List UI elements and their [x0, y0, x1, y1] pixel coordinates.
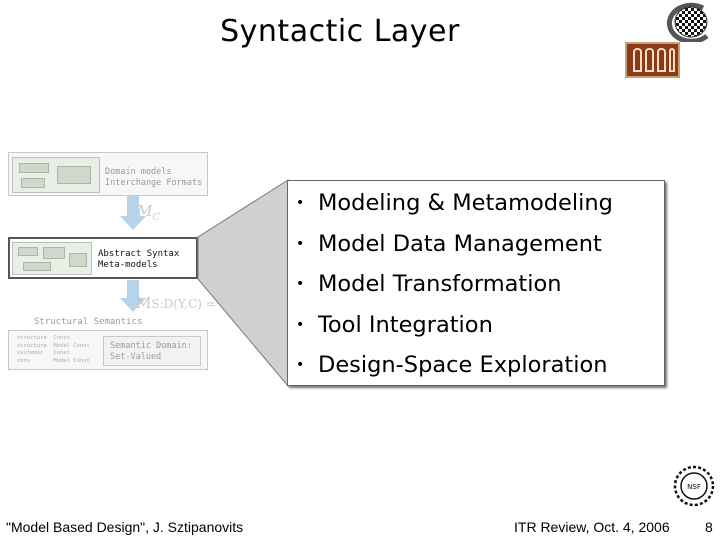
bullet-item: •Model Data Management	[296, 224, 613, 265]
bullet-item: •Tool Integration	[296, 305, 613, 346]
topics-list: •Modeling & Metamodeling •Model Data Man…	[296, 183, 613, 386]
footer-event-date: ITR Review, Oct. 4, 2006	[514, 519, 670, 535]
isis-logo	[625, 42, 680, 78]
structural-constraints-list: structure Const structure Model Const sy…	[17, 335, 90, 365]
structural-semantics-label: Structural Semantics	[34, 317, 142, 328]
bullet-icon: •	[296, 195, 318, 211]
bullet-icon: •	[296, 236, 318, 252]
bullet-icon: •	[296, 317, 318, 333]
semantic-domain-label: Semantic Domain: Set-Valued	[110, 341, 192, 363]
bullet-icon: •	[296, 357, 318, 373]
semantic-domain-box: Semantic Domain: Set-Valued	[103, 336, 201, 366]
bullet-item: •Model Transformation	[296, 264, 613, 305]
slide-title: Syntactic Layer	[0, 14, 680, 49]
bullet-item: •Modeling & Metamodeling	[296, 183, 613, 224]
checkerboard-c-logo	[655, 2, 715, 42]
footer-author: "Model Based Design", J. Sztipanovits	[6, 519, 243, 535]
topics-bullet-box: •Modeling & Metamodeling •Model Data Man…	[287, 180, 665, 386]
domain-model-thumbnail	[12, 157, 100, 193]
abstract-syntax-panel: Abstract Syntax Meta-models	[8, 237, 198, 279]
domain-models-panel: Domain models Interchange Formats	[8, 152, 208, 196]
mc-label: MC	[137, 202, 160, 223]
page-number: 8	[705, 519, 713, 535]
domain-models-label: Domain models Interchange Formats	[105, 167, 202, 189]
bullet-item: •Design-Space Exploration	[296, 345, 613, 386]
structural-semantics-panel: structure Const structure Model Const sy…	[8, 330, 208, 370]
abstract-syntax-label: Abstract Syntax Meta-models	[98, 249, 179, 271]
bullet-icon: •	[296, 276, 318, 292]
metamodel-thumbnail	[12, 242, 92, 275]
svg-text:NSF: NSF	[687, 483, 701, 491]
nsf-logo: NSF	[672, 464, 716, 508]
callout-wedge	[196, 178, 290, 390]
